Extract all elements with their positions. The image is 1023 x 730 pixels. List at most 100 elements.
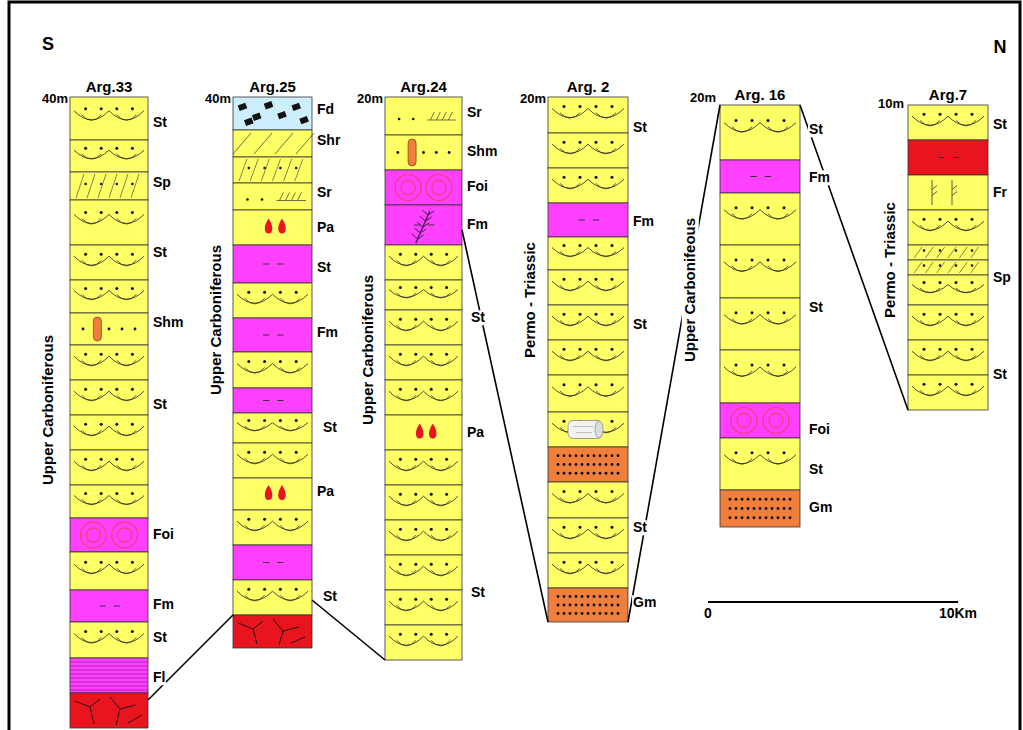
strata-bed — [385, 555, 462, 590]
strata-symbol — [617, 604, 620, 607]
strata-bed — [70, 622, 148, 658]
strata-symbol — [397, 570, 416, 576]
facies-code: Gm — [632, 595, 657, 610]
strata-symbol — [430, 563, 433, 566]
strata-symbol — [912, 285, 984, 293]
strata-bed — [548, 97, 628, 133]
strata-symbol — [759, 498, 762, 501]
strata-symbol — [397, 640, 416, 646]
facies-code: St — [632, 120, 648, 135]
strata-symbol — [768, 127, 788, 133]
strata-symbol — [557, 604, 560, 607]
strata-symbol — [75, 697, 142, 725]
strata-symbol — [777, 516, 780, 519]
strata-symbol — [560, 113, 580, 119]
strata-symbol — [131, 423, 134, 426]
log-column: Arg. 2 — [548, 97, 628, 622]
strata-symbol — [397, 360, 416, 366]
strata-symbol — [436, 112, 440, 120]
strata-symbol — [560, 533, 580, 539]
strata-symbol — [399, 253, 402, 256]
strata-symbol — [280, 426, 300, 431]
facies-code: Fm — [316, 325, 339, 340]
strata-symbol — [430, 318, 433, 321]
strata-symbol — [912, 386, 984, 395]
strata-symbol — [414, 353, 417, 356]
strata-symbol — [263, 419, 266, 422]
strata-symbol — [100, 287, 103, 290]
strata-symbol — [395, 175, 421, 201]
strata-symbol — [560, 391, 580, 397]
strata-symbol — [445, 458, 448, 461]
strata-symbol — [617, 595, 620, 598]
strata-symbol — [925, 247, 933, 258]
strata-symbol — [84, 561, 87, 564]
strata-symbol — [399, 286, 402, 289]
strata-symbol — [595, 383, 598, 386]
strata-symbol — [82, 638, 102, 644]
strata-symbol — [735, 516, 738, 519]
strata-symbol — [74, 111, 144, 120]
strata-symbol — [563, 141, 566, 144]
strata-symbol — [100, 423, 103, 426]
strata-bed — [70, 97, 148, 140]
strata-symbol — [732, 371, 752, 377]
strata-symbol — [724, 367, 796, 376]
strata-bed — [233, 283, 312, 318]
strata-symbol — [432, 180, 446, 194]
strata-symbol — [955, 218, 958, 221]
strata-symbol — [84, 388, 87, 391]
strata-symbol — [100, 253, 103, 256]
strata-symbol — [563, 595, 566, 598]
strata-symbol — [247, 588, 250, 591]
strata-symbol — [430, 458, 433, 461]
strata-bed — [385, 97, 462, 135]
strata-symbol — [82, 499, 102, 504]
strata-bed — [70, 345, 148, 380]
strata-symbol — [297, 193, 301, 201]
strata-symbol — [431, 395, 450, 401]
strata-symbol — [611, 176, 614, 179]
facies-code: Pa — [316, 484, 335, 499]
strata-symbol — [579, 526, 582, 529]
strata-symbol — [299, 116, 309, 124]
strata-symbol — [82, 294, 102, 299]
strata-symbol — [117, 430, 137, 436]
facies-code: Pa — [316, 220, 335, 235]
strata-symbol — [445, 598, 448, 601]
strata-symbol — [279, 193, 283, 201]
strata-symbol — [131, 147, 134, 150]
frame — [9, 2, 1020, 730]
strata-symbol — [581, 595, 584, 598]
strata-symbol — [389, 321, 458, 330]
strata-symbol — [239, 159, 247, 181]
strata-bed — [720, 490, 800, 527]
strata-symbol — [70, 674, 148, 675]
strata-symbol — [115, 107, 118, 110]
strata-symbol — [920, 320, 940, 326]
age-label: Upper Carboniferous — [208, 243, 225, 397]
strata-symbol — [263, 335, 284, 336]
strata-bed — [548, 305, 628, 340]
strata-symbol — [593, 472, 596, 475]
strata-symbol — [735, 119, 738, 122]
strata-symbol — [587, 612, 590, 615]
strata-symbol — [560, 148, 580, 154]
strata-symbol — [295, 159, 303, 181]
strata-symbol — [121, 328, 124, 331]
strata-bed — [548, 447, 628, 482]
strata-symbol — [247, 451, 250, 454]
strata-bed — [548, 203, 628, 237]
strata-symbol — [552, 144, 624, 153]
strata-symbol — [280, 595, 300, 601]
strata-symbol — [247, 360, 250, 363]
strata-symbol — [276, 200, 306, 201]
strata-bed — [908, 140, 988, 175]
strata-symbol — [431, 260, 450, 266]
strata-symbol — [397, 260, 416, 266]
strata-symbol — [399, 528, 402, 531]
strata-symbol — [579, 490, 582, 493]
strata-symbol — [247, 291, 250, 294]
strata-symbol — [735, 498, 738, 501]
